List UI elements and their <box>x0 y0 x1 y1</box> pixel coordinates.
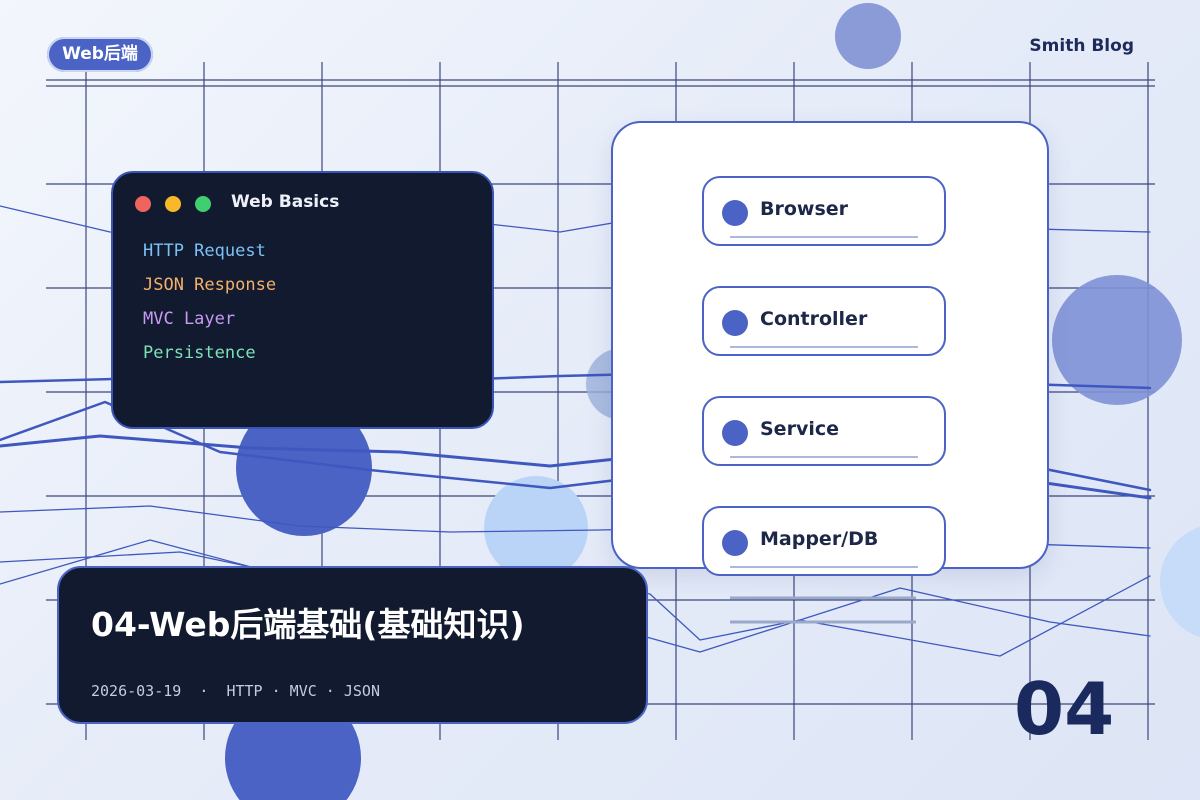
flow-node-mapper-db: Mapper/DB <box>702 506 946 576</box>
code-line: MVC Layer <box>143 309 236 329</box>
close-dot-icon <box>135 196 151 212</box>
maximize-dot-icon <box>195 196 211 212</box>
post-meta: 2026-03-19 · HTTP · MVC · JSON <box>91 682 380 700</box>
terminal-window: Web Basics HTTP Request JSON Response MV… <box>111 171 494 429</box>
category-tag: Web后端 <box>47 37 153 72</box>
flow-node-label: Controller <box>760 308 868 330</box>
architecture-flow-card: Browser Controller Service Mapper/DB <box>611 121 1049 576</box>
node-dot-icon <box>722 420 748 446</box>
flow-node-label: Service <box>760 418 839 440</box>
code-line: Persistence <box>143 343 256 363</box>
flow-node-controller: Controller <box>702 286 946 356</box>
terminal-title: Web Basics <box>231 192 340 212</box>
post-title: 04-Web后端基础(基础知识) <box>91 605 525 644</box>
node-dot-icon <box>722 310 748 336</box>
episode-number: 04 <box>1014 667 1115 751</box>
flow-node-label: Mapper/DB <box>760 528 879 550</box>
minimize-dot-icon <box>165 196 181 212</box>
blog-name: Smith Blog <box>1029 36 1134 56</box>
code-line: JSON Response <box>143 275 277 295</box>
node-dot-icon <box>722 200 748 226</box>
flow-node-label: Browser <box>760 198 849 220</box>
code-line: HTTP Request <box>143 241 266 261</box>
node-dot-icon <box>722 530 748 556</box>
flow-node-service: Service <box>702 396 946 466</box>
flow-node-browser: Browser <box>702 176 946 246</box>
post-title-card: 04-Web后端基础(基础知识) 2026-03-19 · HTTP · MVC… <box>57 566 648 724</box>
